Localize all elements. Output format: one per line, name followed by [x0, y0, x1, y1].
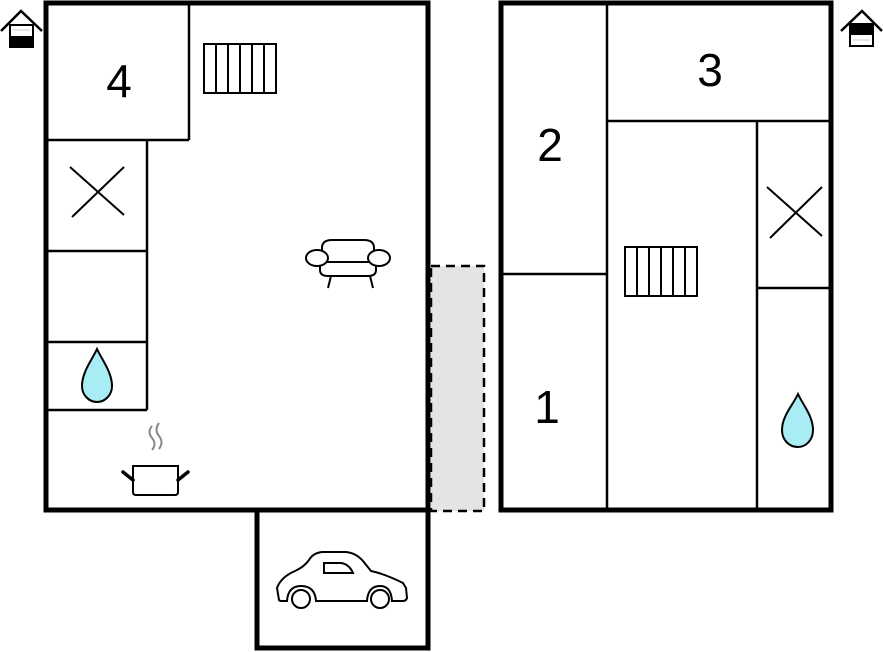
- room-label-3: 3: [697, 44, 723, 96]
- armchair-icon: [305, 239, 391, 289]
- room-label-2: 2: [537, 119, 563, 171]
- room-label-1: 1: [534, 381, 560, 433]
- ground-floor-outer-wall: [43, 0, 431, 513]
- ground-floor: 4: [0, 0, 486, 651]
- cross-icon: [766, 186, 823, 239]
- water-drop-icon: [780, 391, 815, 449]
- terrace: [429, 264, 486, 513]
- stairs-icon: [203, 43, 277, 94]
- cooking-pot-icon: [121, 422, 190, 496]
- cross-icon: [69, 166, 125, 218]
- water-drop-icon: [80, 346, 114, 404]
- house-icon-ground-floor: [0, 9, 43, 48]
- house-icon-upper-floor: [840, 9, 883, 47]
- car-icon: [275, 551, 409, 609]
- upper-floor: 2 3 1: [498, 0, 883, 513]
- upper-floor-outer-wall: [498, 0, 834, 513]
- room-label-4: 4: [106, 55, 132, 107]
- stairs-icon: [624, 246, 698, 297]
